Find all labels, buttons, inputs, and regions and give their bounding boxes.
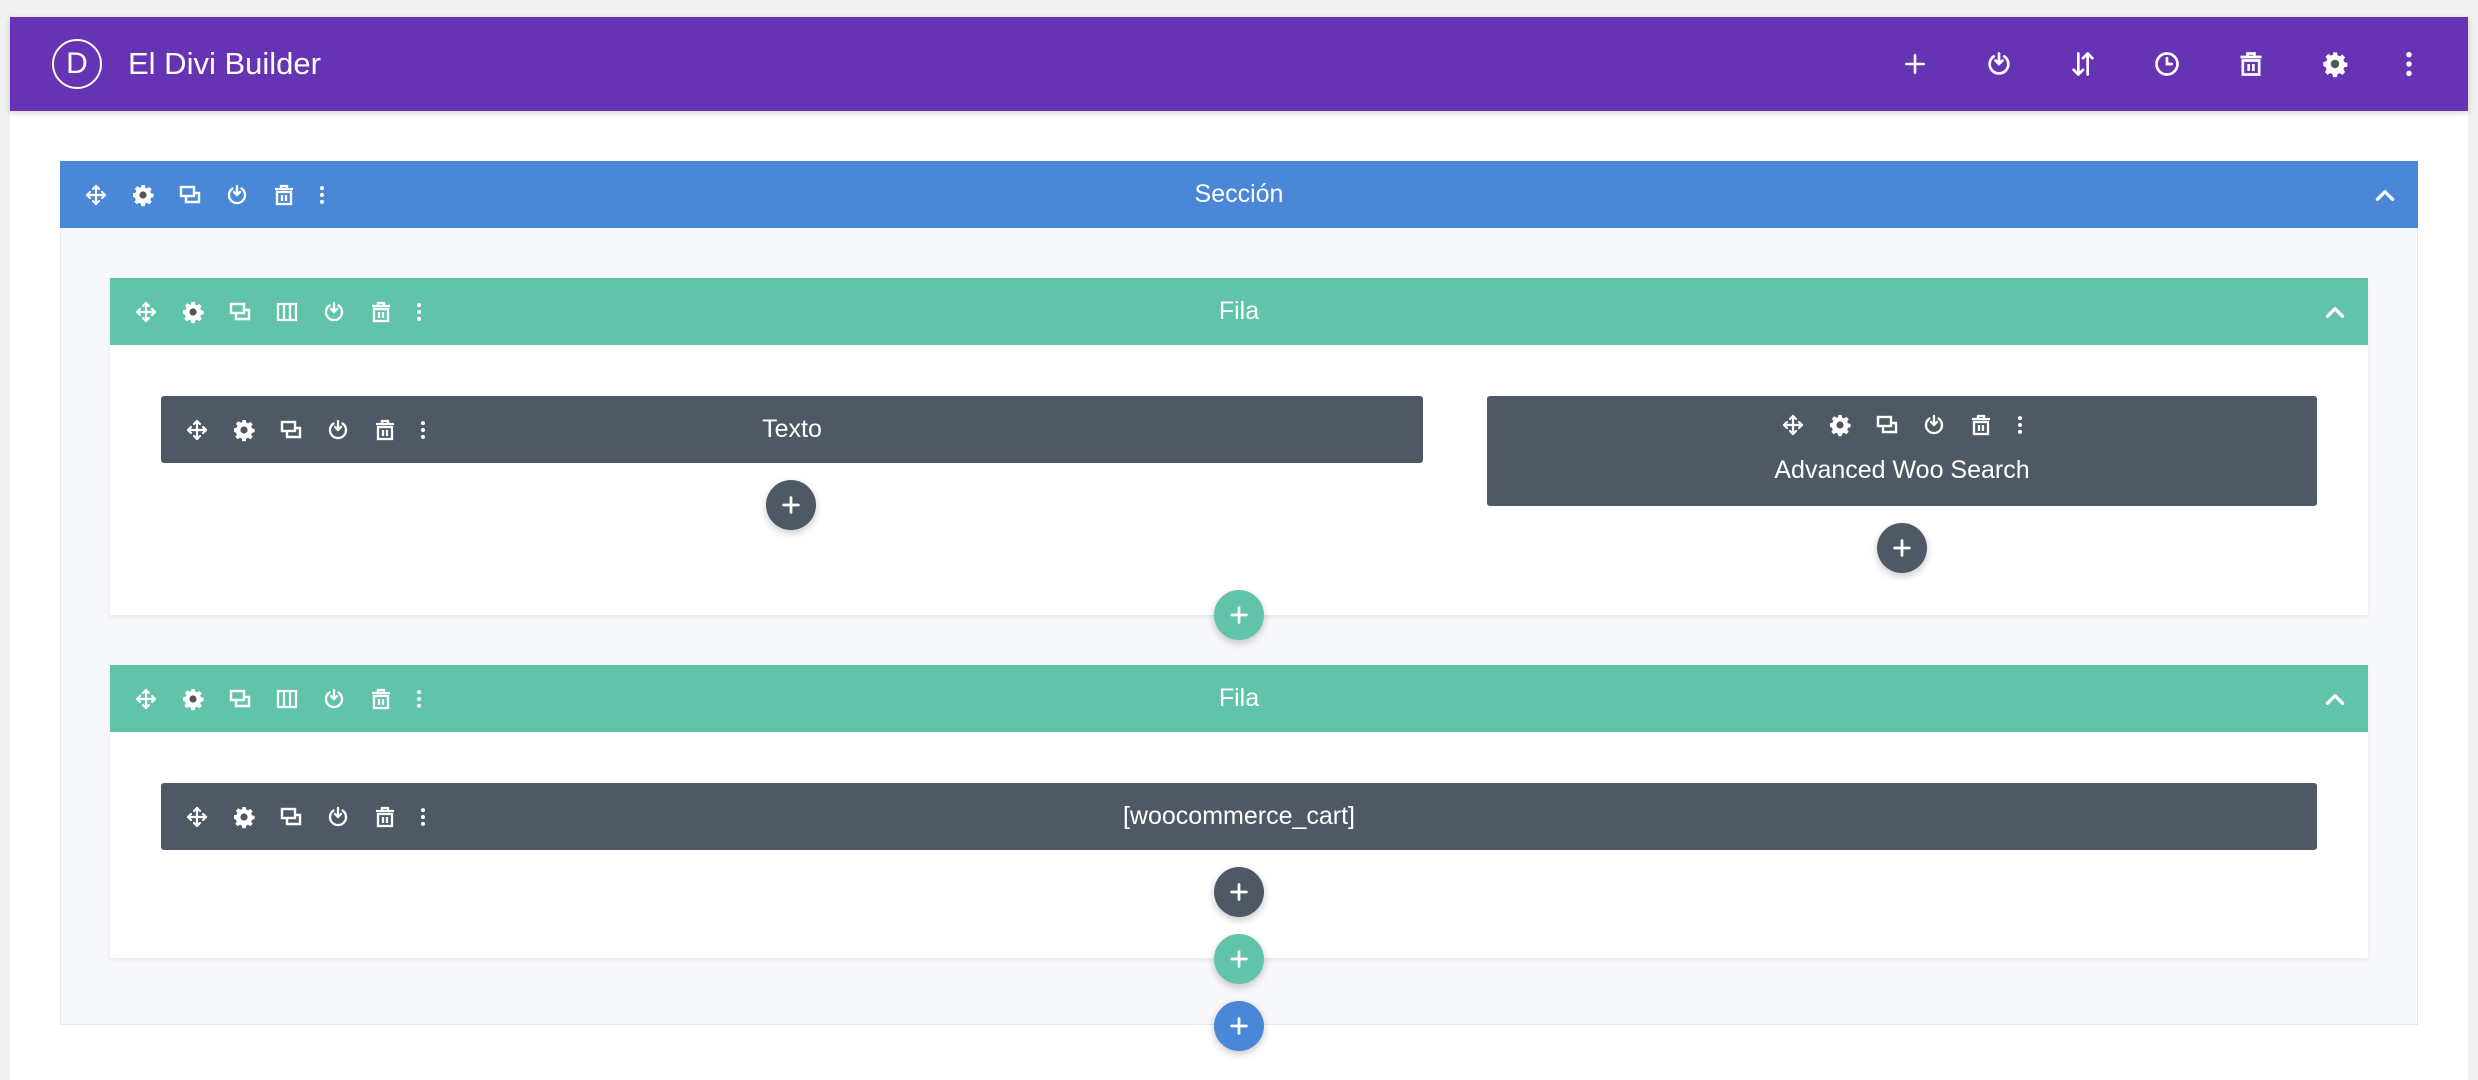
kebab-icon[interactable] (404, 665, 434, 732)
section-bar[interactable]: Sección (60, 161, 2418, 228)
add-row-button[interactable] (1214, 934, 1264, 984)
row-label: Fila (1218, 297, 1260, 325)
save-icon[interactable] (310, 278, 357, 345)
module-label: [woocommerce_cart] (1122, 802, 1356, 830)
save-icon[interactable] (1911, 413, 1958, 437)
module-bar[interactable]: Texto (161, 396, 1423, 463)
duplicate-icon[interactable] (267, 783, 314, 850)
trash-icon[interactable] (361, 396, 408, 463)
duplicate-icon[interactable] (216, 665, 263, 732)
save-icon[interactable] (314, 783, 361, 850)
trash-icon[interactable] (2234, 47, 2268, 81)
gear-icon[interactable] (220, 783, 267, 850)
divi-logo: D (52, 39, 102, 89)
module-bar[interactable]: Advanced Woo Search (1487, 396, 2317, 506)
collapse-chevron-icon[interactable] (2322, 686, 2348, 712)
columns-icon[interactable] (263, 665, 310, 732)
module-controls (173, 396, 438, 463)
module-bar[interactable]: [woocommerce_cart] (161, 783, 2317, 850)
history-icon[interactable] (2150, 47, 2184, 81)
duplicate-icon[interactable] (267, 396, 314, 463)
move-icon[interactable] (122, 278, 169, 345)
gear-icon[interactable] (2318, 47, 2352, 81)
columns-icon[interactable] (263, 278, 310, 345)
row-label: Fila (1218, 684, 1260, 712)
duplicate-icon[interactable] (216, 278, 263, 345)
add-row-button[interactable] (1214, 590, 1264, 640)
trash-icon[interactable] (1958, 413, 2005, 437)
kebab-icon[interactable] (408, 783, 438, 850)
trash-icon[interactable] (357, 665, 404, 732)
collapse-chevron-icon[interactable] (2372, 182, 2398, 208)
trash-icon[interactable] (357, 278, 404, 345)
module-controls (173, 783, 438, 850)
duplicate-icon[interactable] (166, 161, 213, 228)
gear-icon[interactable] (119, 161, 166, 228)
module-controls (1487, 406, 2317, 444)
save-icon[interactable] (310, 665, 357, 732)
move-icon[interactable] (173, 783, 220, 850)
builder-topbar: D El Divi Builder (10, 17, 2468, 111)
add-icon[interactable] (1898, 47, 1932, 81)
kebab-icon[interactable] (2005, 414, 2035, 436)
gear-icon[interactable] (169, 665, 216, 732)
move-icon[interactable] (1770, 413, 1817, 437)
row-controls (122, 278, 434, 345)
section-controls (72, 161, 337, 228)
add-section-button[interactable] (1214, 1001, 1264, 1051)
sort-icon[interactable] (2066, 47, 2100, 81)
duplicate-icon[interactable] (1864, 413, 1911, 437)
portability-icon[interactable] (1982, 47, 2016, 81)
gear-icon[interactable] (169, 278, 216, 345)
kebab-icon[interactable] (408, 396, 438, 463)
add-module-button[interactable] (766, 480, 816, 530)
save-icon[interactable] (314, 396, 361, 463)
add-module-button[interactable] (1877, 523, 1927, 573)
trash-icon[interactable] (260, 161, 307, 228)
add-module-button[interactable] (1214, 867, 1264, 917)
gear-icon[interactable] (220, 396, 267, 463)
row-bar[interactable]: Fila (110, 665, 2368, 732)
save-icon[interactable] (213, 161, 260, 228)
section-label: Sección (1194, 180, 1284, 208)
move-icon[interactable] (122, 665, 169, 732)
move-icon[interactable] (72, 161, 119, 228)
gear-icon[interactable] (1817, 413, 1864, 437)
trash-icon[interactable] (361, 783, 408, 850)
kebab-icon[interactable] (404, 278, 434, 345)
app-title: El Divi Builder (128, 46, 321, 81)
kebab-icon[interactable] (307, 161, 337, 228)
row-bar[interactable]: Fila (110, 278, 2368, 345)
move-icon[interactable] (173, 396, 220, 463)
kebab-icon[interactable] (2392, 47, 2426, 81)
topbar-actions (1848, 17, 2426, 111)
module-label: Advanced Woo Search (1774, 456, 2030, 484)
row-controls (122, 665, 434, 732)
collapse-chevron-icon[interactable] (2322, 299, 2348, 325)
